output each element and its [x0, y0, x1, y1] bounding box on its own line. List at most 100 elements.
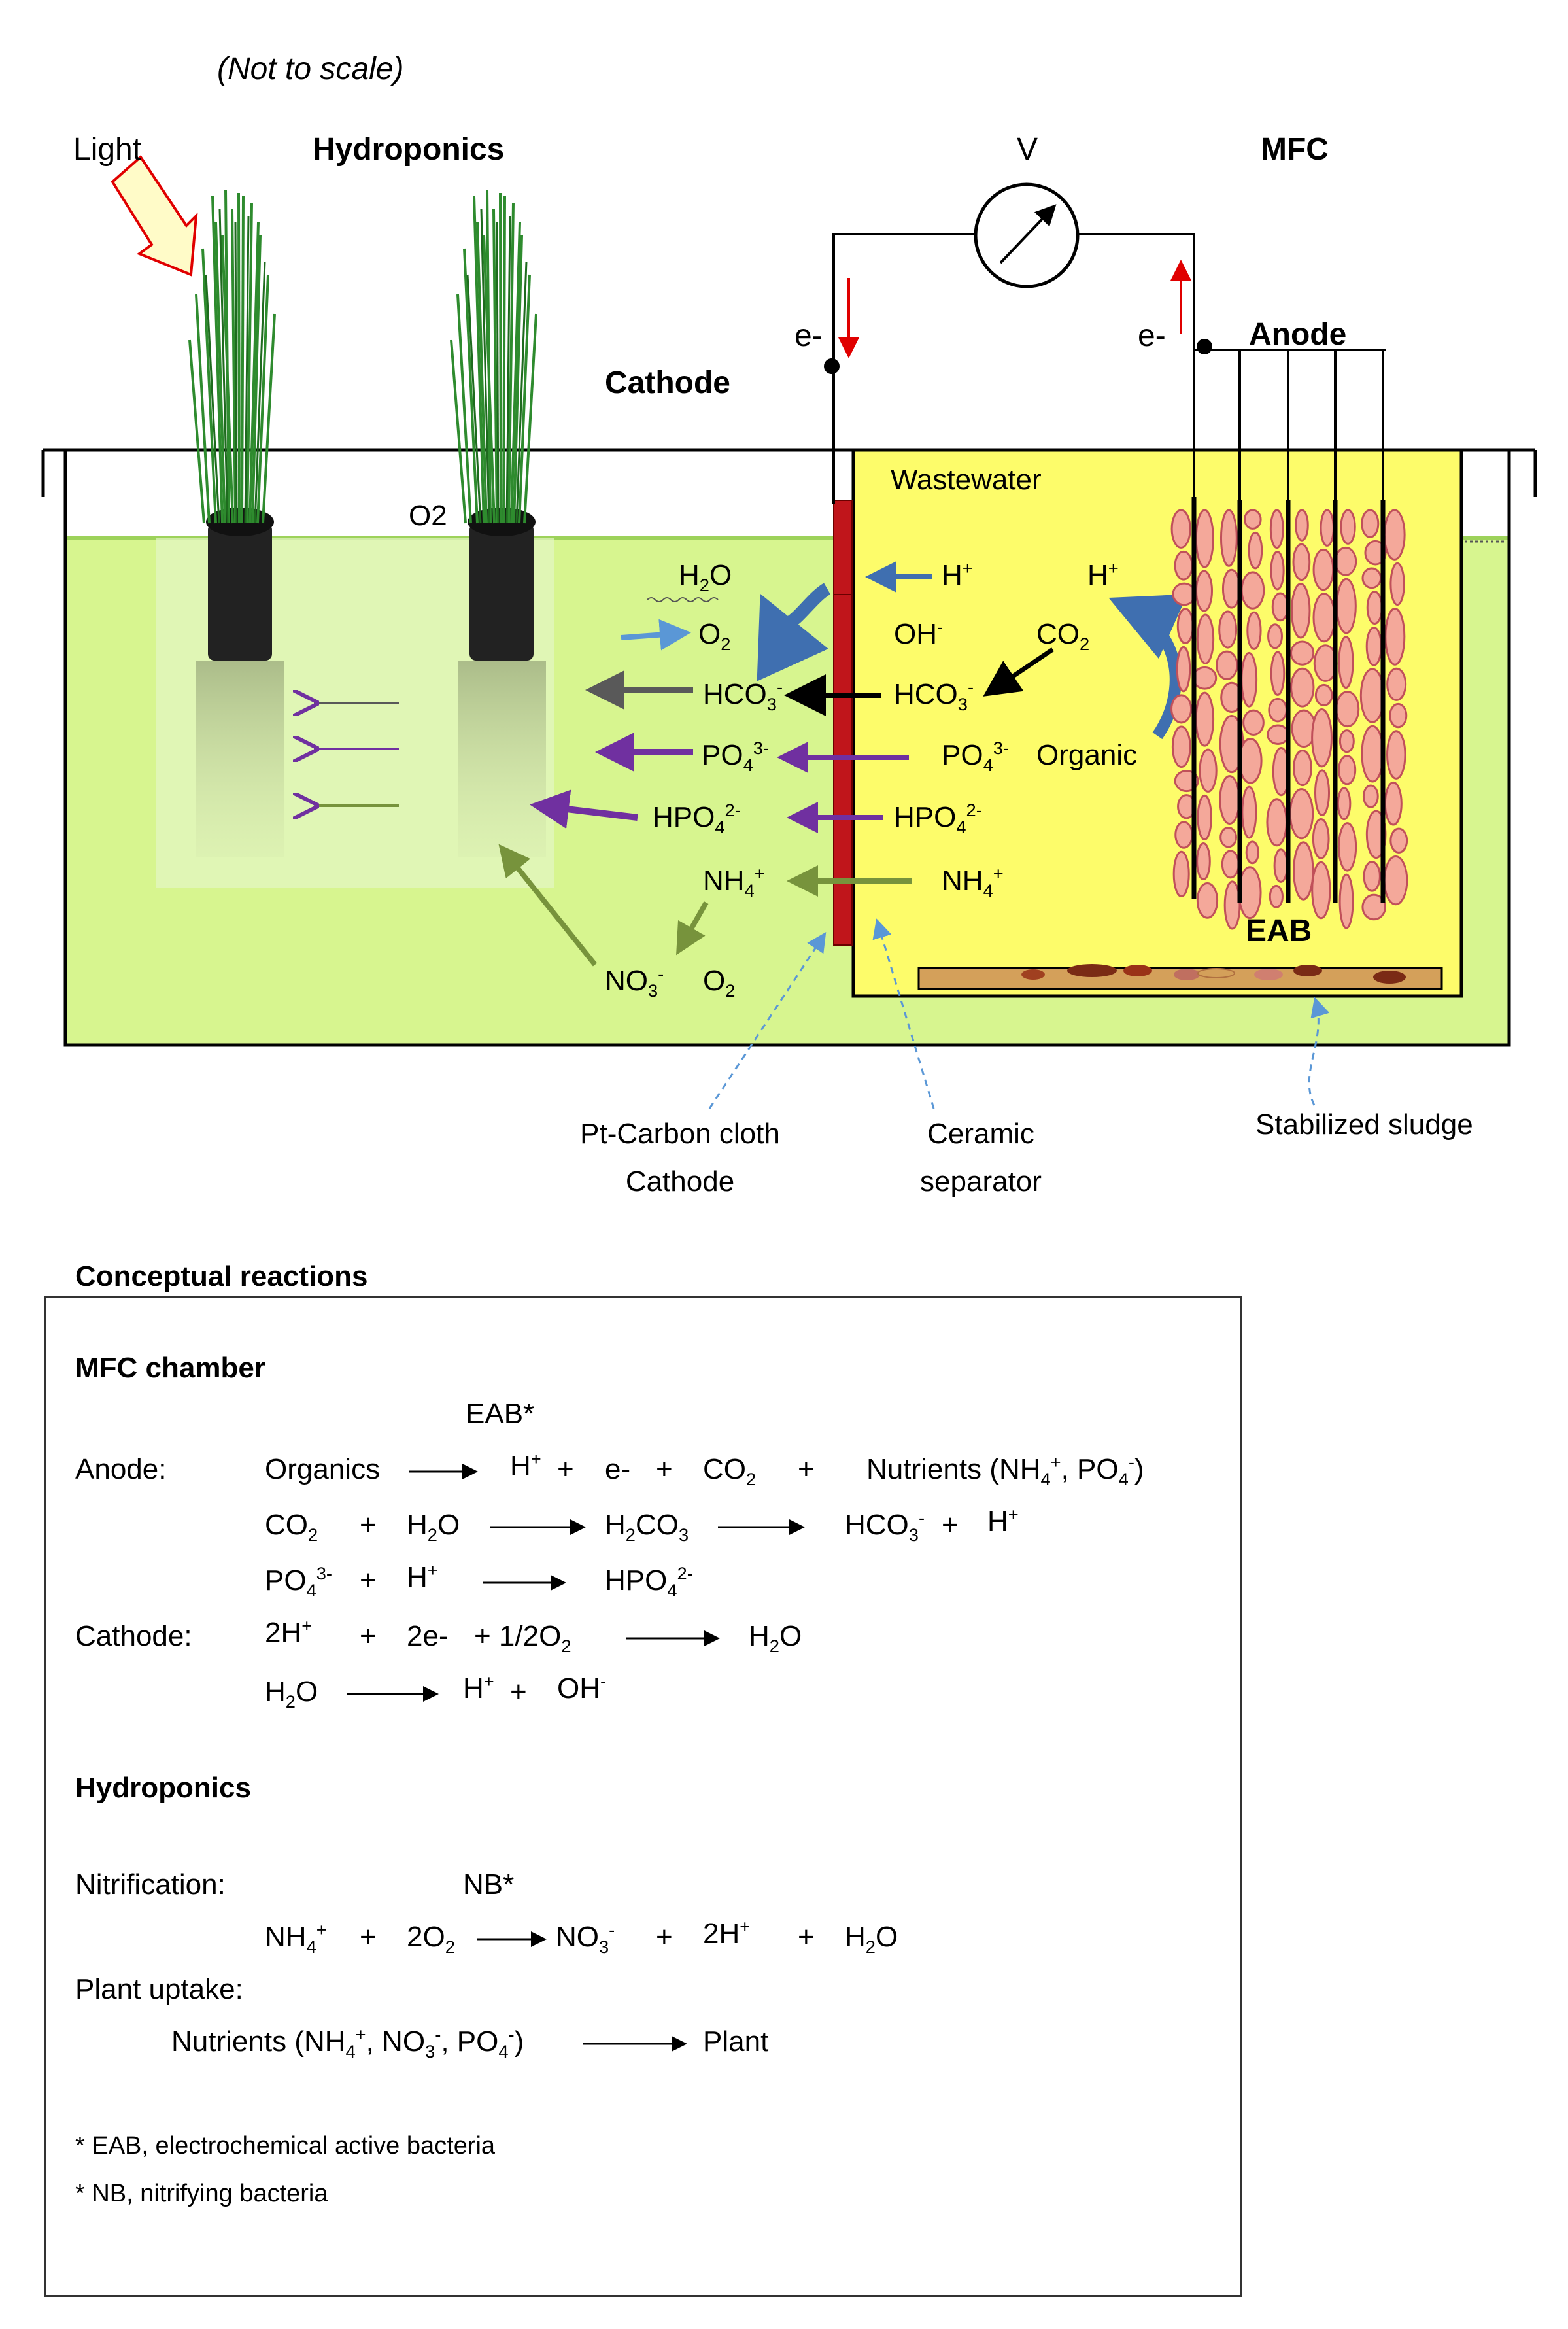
bacterium	[1365, 626, 1382, 666]
bacterium	[1389, 827, 1408, 854]
no3-to-plant-arrow	[498, 844, 598, 967]
bacterium	[1270, 651, 1286, 696]
cathode-r1-h2o: H2O	[749, 1620, 802, 1656]
species-nh4-anode: NH4+	[942, 863, 1004, 901]
bacterium	[1389, 702, 1408, 729]
cathode-r2-h2o: H2O	[265, 1676, 318, 1712]
anode-r1: Organics	[265, 1453, 381, 1485]
organic-to-h-arrow	[1108, 594, 1187, 740]
bacterium	[1219, 775, 1240, 825]
bacterium	[1246, 611, 1262, 650]
bacterium	[1295, 509, 1309, 542]
bacterium	[1290, 640, 1315, 666]
anode-r1-plus3: +	[798, 1453, 815, 1485]
bacterium	[1384, 781, 1403, 826]
species-h2o: H2O	[679, 559, 732, 595]
sludge-callout-label: Stabilized sludge	[1255, 1109, 1473, 1141]
plant-product: Plant	[703, 2026, 769, 2058]
bacterium	[1338, 873, 1354, 929]
bacterium	[1238, 737, 1263, 784]
bacterium	[1245, 840, 1260, 865]
anode-r2-h2o: H2O	[407, 1509, 460, 1545]
bacterium	[1362, 784, 1379, 808]
bacterium	[1271, 592, 1289, 622]
light-label: Light	[73, 132, 142, 167]
footnote-nb: * NB, nitrifying bacteria	[75, 2180, 328, 2207]
bacterium	[1171, 725, 1191, 768]
bacterium	[1311, 861, 1331, 920]
anode-r3-po4: PO43-	[265, 1562, 332, 1600]
bacterium	[1196, 842, 1211, 881]
bacterium	[1172, 850, 1190, 898]
bacterium	[1244, 509, 1262, 530]
species-co2: CO2	[1036, 618, 1090, 654]
bacterium	[1361, 509, 1380, 538]
bacterium	[1383, 855, 1408, 906]
reactions-box	[44, 1296, 1242, 2297]
bacterium	[1241, 785, 1257, 839]
mfc-chamber-heading: MFC chamber	[75, 1352, 265, 1384]
bacterium	[1219, 826, 1237, 848]
nit-plus3: +	[798, 1921, 815, 1953]
bacterium	[1340, 509, 1356, 545]
voltmeter-label: V	[1017, 132, 1038, 167]
species-po4-cathode: PO43-	[702, 737, 769, 775]
anode-reaction-label: Anode:	[75, 1453, 167, 1485]
pt-carbon-callout-line2: Cathode	[625, 1165, 735, 1198]
bacterium	[1314, 769, 1331, 817]
plant-uptake-label: Plant uptake:	[75, 1973, 243, 2005]
anode-r1-co2: CO2	[703, 1453, 757, 1489]
anode-r2-h: H+	[987, 1504, 1019, 1538]
not-to-scale-note: (Not to scale)	[217, 52, 404, 86]
cathode-reaction-label: Cathode:	[75, 1620, 192, 1652]
cathode-r1-o2: + 1/2O2	[474, 1620, 571, 1656]
bacterium	[1364, 540, 1387, 566]
bacterium	[1196, 613, 1215, 664]
species-o2-bottom: O2	[703, 965, 736, 1001]
bacterium	[1337, 755, 1357, 785]
pt-carbon-cathode	[833, 500, 853, 946]
light-arrow	[111, 154, 198, 277]
bacterium	[1269, 884, 1284, 908]
bacterium	[1269, 509, 1284, 549]
bacterium	[1240, 571, 1265, 610]
pt-carbon-callout-line1: Pt-Carbon cloth	[580, 1118, 780, 1150]
voltmeter	[974, 182, 1080, 288]
bacterium	[1383, 509, 1406, 561]
anode-r3-hpo4: HPO42-	[605, 1562, 693, 1600]
anode-r1-h: H+	[510, 1448, 541, 1482]
bacterium	[1266, 798, 1287, 847]
bacterium	[1337, 822, 1357, 872]
surface-o2: O2	[409, 500, 447, 532]
nit-nh4: NH4+	[265, 1919, 327, 1957]
cathode-r2-h: H+	[463, 1670, 494, 1704]
ceramic-callout	[872, 918, 935, 1109]
bacterium	[1270, 551, 1285, 591]
eab-label: EAB	[1246, 914, 1312, 948]
species-h-plus: H+	[942, 557, 973, 591]
anode-terminal	[1197, 339, 1212, 354]
plant-left	[188, 189, 284, 857]
cathode-r1-2h: 2H+	[265, 1615, 313, 1649]
anode-r1-e: e-	[605, 1453, 631, 1485]
bacterium	[1312, 818, 1330, 859]
bacterium	[1192, 666, 1218, 690]
anode-r1-nutrients: Nutrients (NH4+, PO4-)	[866, 1451, 1144, 1489]
bacterium	[1363, 861, 1381, 892]
nit-2o2: 2O2	[407, 1921, 455, 1957]
reactions-heading: Conceptual reactions	[75, 1260, 368, 1292]
bacterium	[1389, 562, 1405, 606]
anode-r1-plus2: +	[656, 1453, 673, 1485]
bacterium	[1311, 708, 1333, 768]
species-po4-anode: PO43-	[942, 737, 1009, 775]
bacterium	[1238, 866, 1262, 920]
bacterium	[1267, 623, 1283, 649]
stabilized-sludge	[917, 964, 1443, 990]
bacterium	[1221, 568, 1241, 609]
anode-label: Anode	[1249, 317, 1347, 352]
bacterium	[1242, 709, 1265, 736]
electron-right-label: e-	[1138, 319, 1166, 353]
bacterium	[1199, 748, 1218, 793]
